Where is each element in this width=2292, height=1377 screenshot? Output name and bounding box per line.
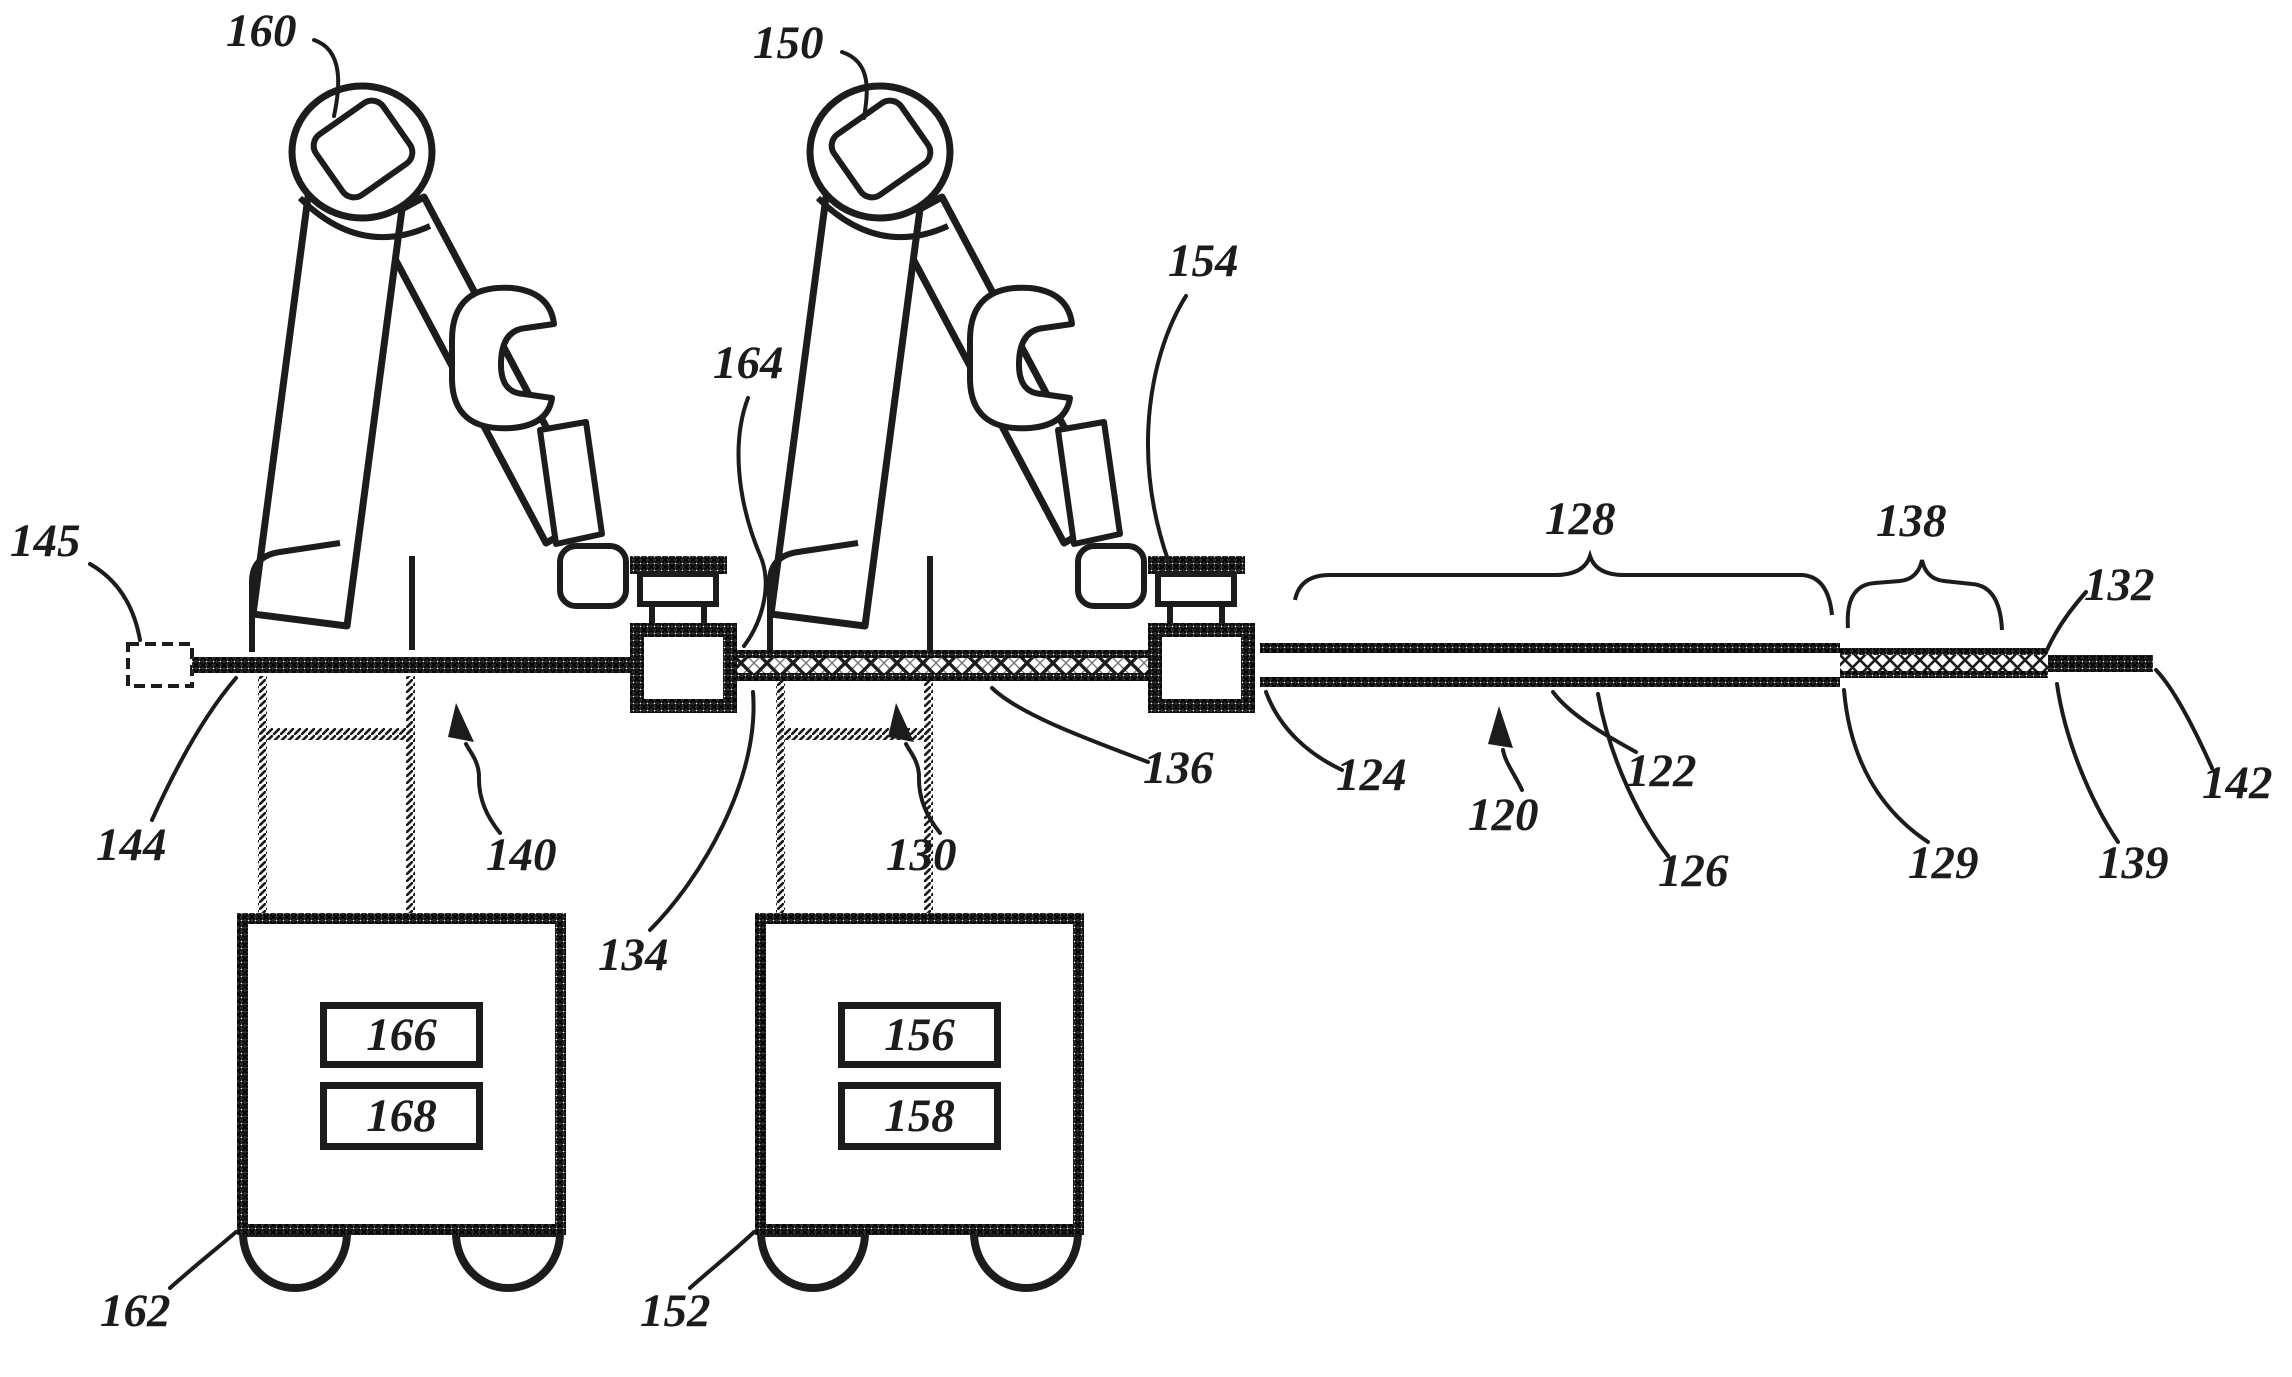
leader-150 bbox=[840, 50, 869, 120]
leader-129 bbox=[1842, 688, 1930, 844]
leader-154 bbox=[1146, 294, 1188, 562]
leader-130 bbox=[904, 742, 942, 835]
leader-126 bbox=[1596, 692, 1670, 858]
ref-label-130: 130 bbox=[886, 829, 957, 881]
ref-label-136: 136 bbox=[1143, 742, 1214, 794]
leader-139 bbox=[2055, 682, 2120, 844]
ref-label-162: 162 bbox=[100, 1285, 171, 1337]
proximal-fitting-box bbox=[126, 642, 194, 688]
distal-tip-segment bbox=[2048, 655, 2153, 672]
ref-label-152: 152 bbox=[640, 1285, 711, 1337]
leader-162 bbox=[168, 1230, 238, 1290]
leader-164 bbox=[736, 396, 768, 648]
ref-label-150: 150 bbox=[753, 17, 824, 69]
leader-132 bbox=[2045, 590, 2088, 652]
shaft-segment-braided-core bbox=[737, 657, 1148, 675]
ref-label-154: 154 bbox=[1168, 235, 1239, 287]
ref-label-126: 126 bbox=[1658, 845, 1729, 897]
ref-label-124: 124 bbox=[1336, 749, 1407, 801]
ref-label-142: 142 bbox=[2202, 757, 2273, 809]
ref-label-120: 120 bbox=[1468, 789, 1539, 841]
robot-arm-assembly-left bbox=[237, 86, 737, 1288]
ref-label-145: 145 bbox=[10, 515, 81, 567]
ref-label-158: 158 bbox=[884, 1089, 955, 1142]
leader-140 bbox=[464, 742, 502, 835]
component-box-166: 166 bbox=[320, 1002, 483, 1068]
leader-134 bbox=[648, 690, 756, 932]
leader-142 bbox=[2154, 668, 2214, 770]
ref-label-168: 168 bbox=[366, 1089, 437, 1142]
ref-label-166: 166 bbox=[366, 1008, 437, 1061]
ref-label-140: 140 bbox=[486, 829, 557, 881]
shaft-segment-braided-bottom bbox=[737, 673, 1148, 681]
arrowhead-120 bbox=[1488, 706, 1513, 748]
component-box-158: 158 bbox=[838, 1082, 1001, 1150]
arrowhead-130 bbox=[888, 703, 914, 742]
leader-160 bbox=[312, 38, 341, 118]
ref-label-139: 139 bbox=[2098, 837, 2169, 889]
shaft-segment-braided-top bbox=[737, 650, 1148, 658]
ref-label-144: 144 bbox=[96, 819, 167, 871]
brace-128 bbox=[1293, 549, 1834, 616]
ref-label-138: 138 bbox=[1876, 495, 1947, 547]
leader-144 bbox=[150, 676, 238, 822]
leader-136 bbox=[990, 686, 1150, 764]
sheath-tube-bottom-wall bbox=[1260, 677, 1840, 687]
brace-138 bbox=[1845, 559, 2004, 631]
ref-label-134: 134 bbox=[598, 929, 669, 981]
ref-label-164: 164 bbox=[713, 337, 784, 389]
leader-152 bbox=[688, 1230, 756, 1290]
leader-122 bbox=[1551, 690, 1638, 754]
distal-braided-top bbox=[1840, 648, 2048, 655]
component-box-168: 168 bbox=[320, 1082, 483, 1150]
distal-braided-section bbox=[1840, 655, 2048, 671]
distal-braided-bottom bbox=[1840, 671, 2048, 678]
ref-label-160: 160 bbox=[226, 5, 297, 57]
leader-120 bbox=[1501, 748, 1524, 792]
ref-label-156: 156 bbox=[884, 1008, 955, 1061]
sheath-tube-top-wall bbox=[1260, 643, 1840, 653]
ref-label-128: 128 bbox=[1545, 493, 1616, 545]
ref-label-132: 132 bbox=[2084, 559, 2155, 611]
arrowhead-140 bbox=[448, 703, 474, 742]
ref-label-129: 129 bbox=[1908, 837, 1979, 889]
leader-124 bbox=[1264, 690, 1344, 772]
ref-label-122: 122 bbox=[1626, 745, 1697, 797]
leader-lines bbox=[88, 38, 2214, 1290]
component-box-156: 156 bbox=[838, 1002, 1001, 1068]
leader-145 bbox=[88, 562, 142, 642]
shaft-segment-proximal bbox=[192, 657, 630, 673]
